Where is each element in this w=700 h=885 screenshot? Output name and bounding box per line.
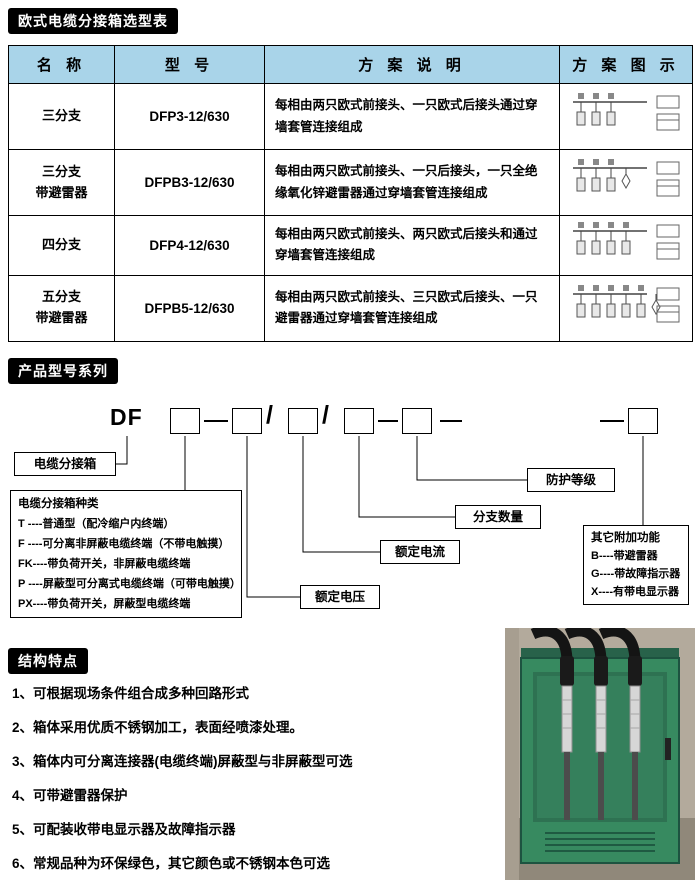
- feature-item: 6、常规品种为环保绿色，其它颜色或不锈钢本色可选: [12, 856, 331, 871]
- cell-description: 每相由两只欧式前接头、两只欧式后接头和通过穿墙套管连接组成: [264, 215, 560, 276]
- cell-model: DFP3-12/630: [114, 83, 265, 150]
- table-row: 五分支 带避雷器 DFPB5-12/630 每相由两只欧式前接头、三只欧式后接头…: [8, 274, 693, 342]
- cable-branch-box-photo: [505, 625, 695, 880]
- model-box-voltage: [232, 408, 262, 434]
- column-header-model: 型 号: [114, 45, 265, 84]
- cell-description: 每相由两只欧式前接头、三只欧式后接头、一只避雷器通过穿墙套管连接组成: [264, 274, 560, 342]
- cell-model: DFP4-12/630: [114, 215, 265, 276]
- cell-model: DFPB5-12/630: [114, 274, 265, 342]
- cell-diagram: [559, 215, 693, 276]
- table-row: 三分支 带避雷器 DFPB3-12/630 每相由两只欧式前接头、一只后接头，一…: [8, 149, 693, 216]
- selection-table: 名 称 型 号 方 案 说 明 方 案 图 示 三分支 DFP3-12/630 …: [8, 45, 693, 342]
- cell-diagram: [559, 83, 693, 150]
- separator-slash: /: [322, 401, 329, 429]
- label-rated-current: 额定电流: [380, 540, 460, 564]
- model-prefix: DF: [110, 404, 143, 430]
- separator-dash: [600, 420, 624, 422]
- cell-model: DFPB3-12/630: [114, 149, 265, 216]
- feature-item: 1、可根据现场条件组合成多种回路形式: [12, 686, 250, 701]
- cell-diagram: [559, 274, 693, 342]
- extra-legend-title: 其它附加功能: [591, 532, 660, 544]
- cell-name: 三分支: [8, 83, 115, 150]
- type-item: FK----带负荷开关，非屏蔽电缆终端: [18, 558, 191, 570]
- table-row: 四分支 DFP4-12/630 每相由两只欧式前接头、两只欧式后接头和通过穿墙套…: [8, 215, 693, 276]
- section-title-features: 结构特点: [8, 648, 88, 674]
- type-legend-title: 电缆分接箱种类: [18, 498, 99, 510]
- separator-dash: [204, 420, 228, 422]
- section-title-selection-table: 欧式电缆分接箱选型表: [8, 8, 178, 34]
- table-row: 三分支 DFP3-12/630 每相由两只欧式前接头、一只欧式后接头通过穿墙套管…: [8, 83, 693, 150]
- type-item: T ----普通型（配冷缩户内终端）: [18, 518, 175, 530]
- model-box-type: [170, 408, 200, 434]
- model-box-current: [288, 408, 318, 434]
- column-header-description: 方 案 说 明: [264, 45, 560, 84]
- extra-item: X----有带电显示器: [591, 586, 679, 598]
- type-item: PX----带负荷开关，屏蔽型电缆终端: [18, 598, 191, 610]
- type-item: P ----屏蔽型可分离式电缆终端（可带电触摸）: [18, 578, 241, 590]
- separator-dash: [440, 420, 462, 422]
- feature-item: 3、箱体内可分离连接器(电缆终端)屏蔽型与非屏蔽型可选: [12, 754, 353, 769]
- cell-description: 每相由两只欧式前接头、一只后接头，一只全绝缘氧化锌避雷器通过穿墙套管连接组成: [264, 149, 560, 216]
- product-photo: [505, 625, 695, 880]
- cell-name: 五分支 带避雷器: [8, 274, 115, 342]
- extra-functions-legend: 其它附加功能 B----带避雷器 G----带故障指示器 X----有带电显示器: [583, 525, 689, 605]
- cell-description: 每相由两只欧式前接头、一只欧式后接头通过穿墙套管连接组成: [264, 83, 560, 150]
- scheme-diagram: [567, 221, 685, 273]
- model-box-protection: [402, 408, 432, 434]
- model-box-branches: [344, 408, 374, 434]
- cell-diagram: [559, 149, 693, 216]
- separator-dash: [378, 420, 398, 422]
- column-header-diagram: 方 案 图 示: [559, 45, 693, 84]
- label-cable-box: 电缆分接箱: [14, 452, 116, 476]
- table-header-row: 名 称 型 号 方 案 说 明 方 案 图 示: [8, 45, 693, 84]
- feature-item: 5、可配装收带电显示器及故障指示器: [12, 822, 236, 837]
- features-list: 1、可根据现场条件组合成多种回路形式 2、箱体采用优质不锈钢加工，表面经喷漆处理…: [12, 682, 496, 885]
- scheme-diagram: [567, 159, 685, 210]
- type-item: F ----可分离非屏蔽电缆终端（不带电触摸）: [18, 538, 230, 550]
- label-rated-voltage: 额定电压: [300, 585, 380, 609]
- section-title-model-series: 产品型号系列: [8, 358, 118, 384]
- separator-slash: /: [266, 401, 273, 429]
- feature-item: 4、可带避雷器保护: [12, 788, 128, 803]
- label-branch-count: 分支数量: [455, 505, 541, 529]
- extra-item: G----带故障指示器: [591, 568, 681, 580]
- scheme-diagram: [567, 284, 685, 336]
- feature-item: 2、箱体采用优质不锈钢加工，表面经喷漆处理。: [12, 720, 304, 735]
- label-protection-class: 防护等级: [527, 468, 615, 492]
- scheme-diagram: [567, 93, 685, 144]
- model-box-extra: [628, 408, 658, 434]
- cell-name: 四分支: [8, 215, 115, 276]
- cable-box-type-legend: 电缆分接箱种类 T ----普通型（配冷缩户内终端） F ----可分离非屏蔽电…: [10, 490, 242, 618]
- model-number-diagram: DF / / 电缆分接箱 电缆分接箱种类 T ----普通型（配冷缩户内终端） …: [0, 400, 700, 645]
- extra-item: B----带避雷器: [591, 550, 658, 562]
- cell-name: 三分支 带避雷器: [8, 149, 115, 216]
- column-header-name: 名 称: [8, 45, 115, 84]
